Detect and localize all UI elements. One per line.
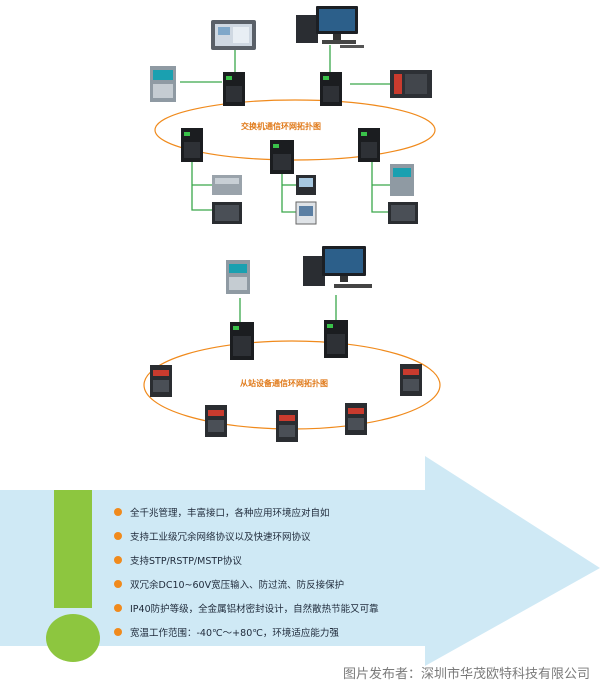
power-meter-icon — [296, 175, 316, 195]
ring-switch-icon — [230, 322, 254, 360]
switch-ring — [154, 99, 436, 161]
ring-switch-icon — [181, 128, 203, 162]
slave-io-module-icon — [205, 405, 227, 437]
pc-workstation-icon — [296, 6, 364, 48]
feature-item: 支持STP/RSTP/MSTP协议 — [130, 556, 242, 567]
feature-item: IP40防护等级，全金属铝材密封设计，自然散热节能又可靠 — [130, 604, 379, 615]
feature-item: 全千兆管理，丰富接口，各种应用环境应对自如 — [130, 508, 330, 519]
ring-switch-icon — [270, 140, 294, 174]
feature-item: 宽温工作范围：-40℃～+80℃，环境适应能力强 — [130, 628, 339, 639]
plc-module-icon — [226, 260, 250, 294]
switch-ring-diagram — [150, 6, 436, 225]
io-rack-icon — [212, 202, 242, 224]
ring-switch-icon — [324, 320, 348, 358]
feature-item: 支持工业级冗余网络协议以及快速环网协议 — [130, 532, 311, 543]
ring-switch-icon — [223, 72, 245, 106]
exclamation-dot-icon — [46, 614, 100, 662]
slave-io-module-icon — [400, 364, 422, 396]
feature-arrow-shape — [0, 456, 600, 666]
slave-io-module-icon — [150, 365, 172, 397]
plc-rack-icon — [390, 70, 432, 98]
io-module-icon — [212, 175, 242, 195]
pc-workstation-icon — [303, 246, 372, 288]
publisher-credit: 图片发布者：深圳市华茂欧特科技有限公司 — [342, 667, 590, 682]
bullet-icon — [114, 604, 122, 612]
network-links — [239, 295, 337, 326]
ring-switch-icon — [358, 128, 380, 162]
io-rack-icon — [388, 202, 418, 224]
hmi-panel-icon — [211, 20, 256, 50]
bullet-icon — [114, 556, 122, 564]
power-meter-icon — [295, 201, 317, 225]
network-links — [180, 45, 390, 213]
feature-item: 双冗余DC10~60V宽压输入、防过流、防反接保护 — [130, 580, 345, 591]
plc-module-icon — [150, 66, 176, 102]
ring-switch-icon — [320, 72, 342, 106]
plc-module-icon — [390, 164, 414, 196]
switch-ring-label: 交换机通信环网拓扑图 — [241, 122, 321, 131]
bullet-icon — [114, 532, 122, 540]
bullet-icon — [114, 628, 122, 636]
exclamation-bar-icon — [54, 490, 92, 608]
slave-ring-diagram — [143, 246, 441, 442]
bullet-icon — [114, 580, 122, 588]
slave-io-module-icon — [276, 410, 298, 442]
slave-ring-label: 从站设备通信环网拓扑图 — [240, 379, 328, 388]
bullet-icon — [114, 508, 122, 516]
slave-io-module-icon — [345, 403, 367, 435]
feature-arrow-panel — [0, 456, 600, 666]
